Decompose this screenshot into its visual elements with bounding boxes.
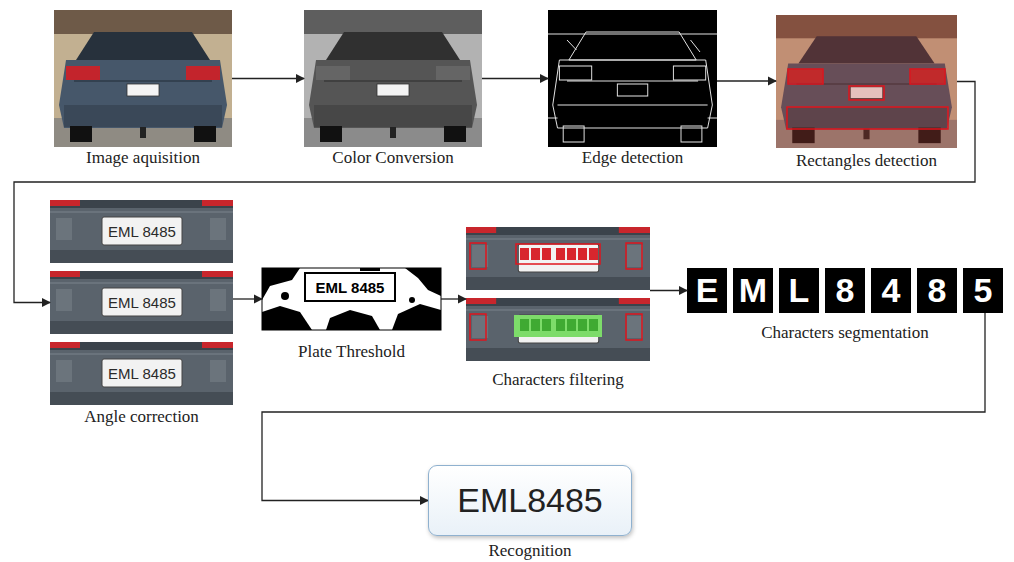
stage-caption: Rectangles detection [796, 151, 937, 171]
segmented-character: 8 [825, 268, 865, 313]
plate-crop [50, 342, 233, 405]
result-text: EML8485 [429, 466, 631, 535]
plate-crop [50, 200, 233, 263]
flow-arrow [14, 82, 975, 303]
flow-arrow [233, 298, 262, 299]
stage-image: Plate Threshold [262, 268, 441, 330]
filtering-image [466, 227, 650, 361]
flow-arrow [482, 78, 548, 79]
stage-caption: Characters filtering [492, 370, 624, 390]
stage-caption: Edge detection [582, 148, 684, 168]
segmented-character: M [733, 268, 773, 313]
stage-caption: Plate Threshold [298, 342, 405, 362]
segmented-character: 8 [917, 268, 957, 313]
stage-image: Image aquisition [54, 10, 232, 147]
plate-crop [50, 271, 233, 334]
plate-text: EML 8485 [305, 273, 395, 301]
plate-text: EML 8485 [102, 359, 182, 387]
character-tiles [687, 268, 1003, 313]
segmented-character: E [687, 268, 727, 313]
car-photo [54, 10, 232, 147]
stage-caption: Color Conversion [332, 148, 453, 168]
stage-caption: Characters segmentation [761, 323, 929, 343]
plate-text: EML 8485 [102, 288, 182, 316]
stage-image: Characters filtering [466, 227, 650, 362]
flow-arrow [717, 80, 776, 81]
segmented-character: 5 [963, 268, 1003, 313]
stage-caption: Image aquisition [86, 148, 200, 168]
flow-arrow [441, 298, 466, 299]
segmented-character: 4 [871, 268, 911, 313]
stage-caption: Recognition [488, 541, 571, 561]
flow-arrow [232, 78, 304, 79]
stage-image: Color Conversion [304, 10, 482, 147]
stage-caption: Angle correction [84, 407, 199, 427]
edge-image [548, 10, 717, 147]
result-box: EML8485Recognition [428, 465, 632, 536]
stage-image: Rectangles detection [776, 15, 957, 148]
gray-photo [304, 10, 482, 147]
stage-image: Edge detection [548, 10, 717, 147]
plate-text: EML 8485 [102, 217, 182, 245]
segmented-character: L [779, 268, 819, 313]
flow-arrow [650, 290, 687, 291]
rectangles-image [776, 15, 957, 148]
threshold-image [262, 268, 441, 330]
